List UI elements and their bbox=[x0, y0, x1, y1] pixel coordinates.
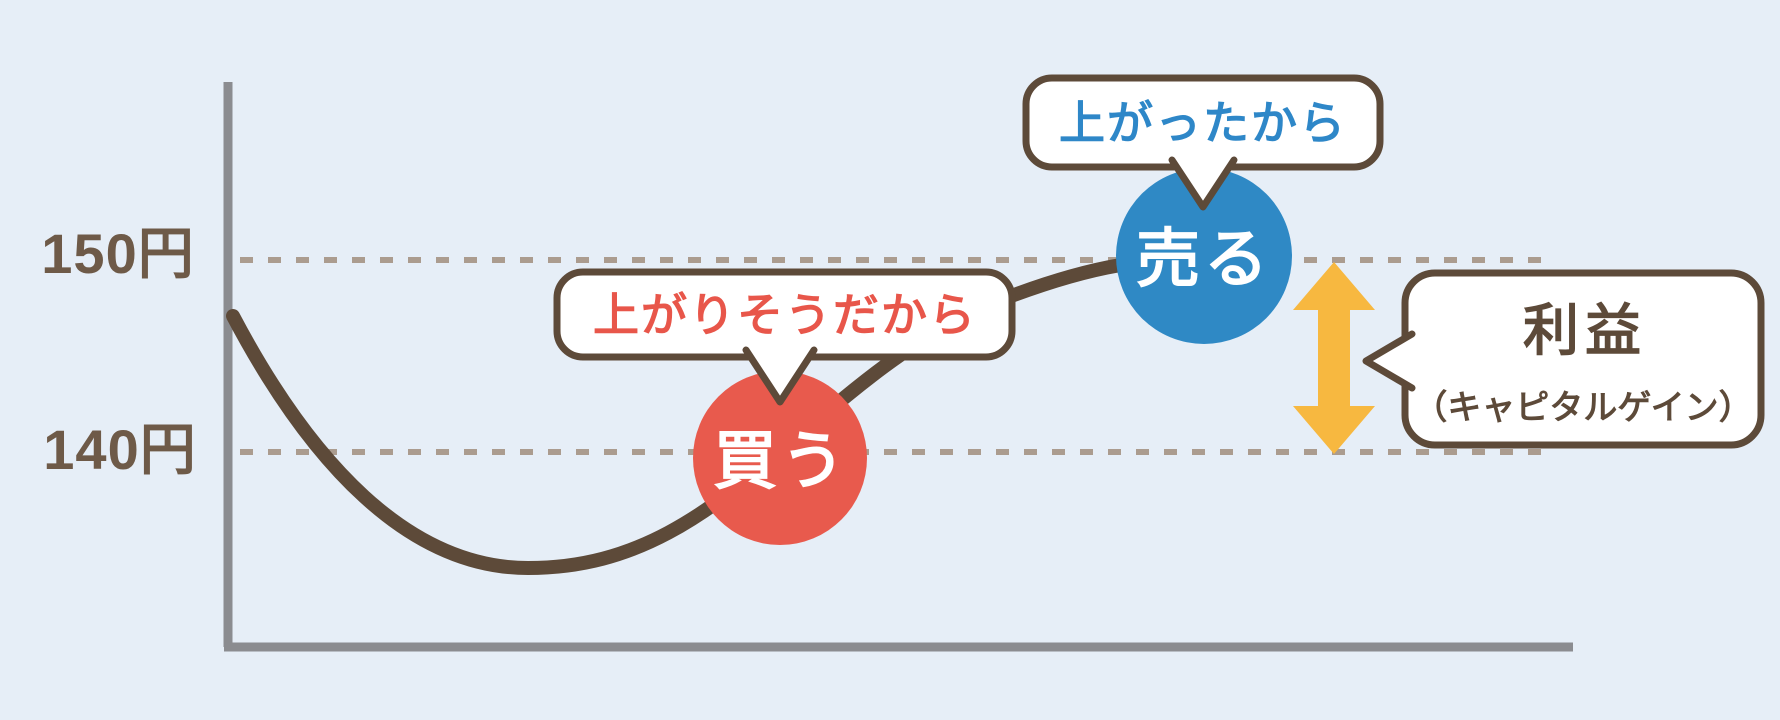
profit-subtitle: （キャピタルゲイン） bbox=[1413, 389, 1753, 427]
profit-bubble-tail bbox=[1362, 330, 1416, 392]
sell-action-label: 売る bbox=[1136, 223, 1272, 295]
y-axis-label-150yen: 150円 bbox=[41, 222, 195, 285]
buy-circle bbox=[693, 371, 867, 545]
buy-reason-text: 上がりそうだから bbox=[593, 289, 977, 341]
sell-reason-bubble-tail bbox=[1168, 156, 1238, 211]
buy-reason-bubble-tail bbox=[742, 346, 818, 406]
sell-reason-text: 上がったから bbox=[1059, 97, 1347, 149]
profit-arrow-icon bbox=[1293, 262, 1375, 454]
profit-title: 利益 bbox=[1523, 299, 1647, 362]
sell-circle bbox=[1116, 168, 1292, 344]
buy-action-label: 買う bbox=[713, 425, 849, 497]
y-axis-label-140yen: 140円 bbox=[43, 418, 197, 481]
